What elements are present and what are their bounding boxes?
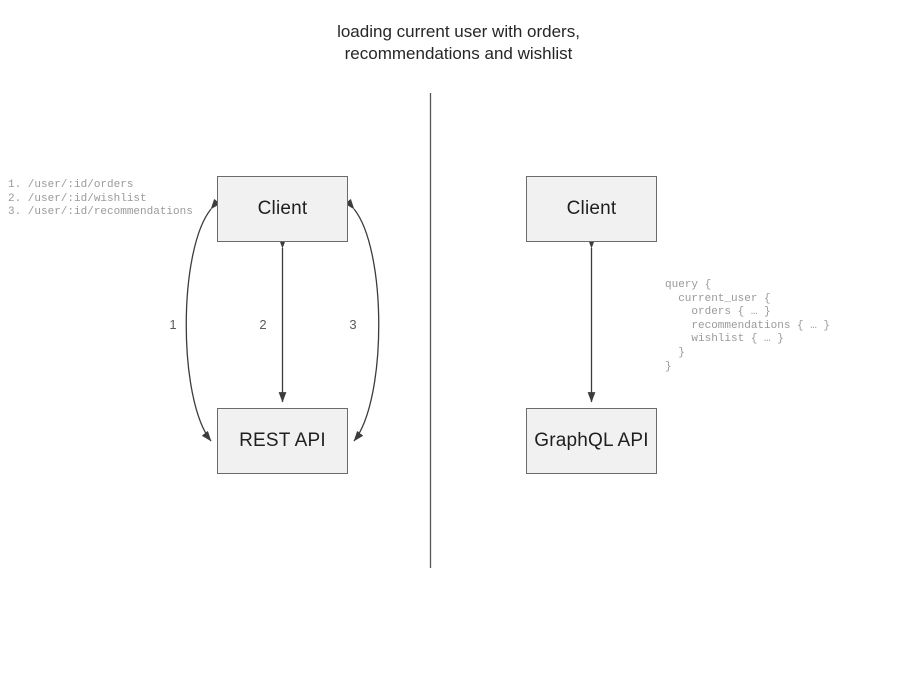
edge-label-3: 3	[349, 317, 357, 332]
node-client-graphql[interactable]: Client	[526, 176, 657, 242]
node-rest-api[interactable]: REST API	[217, 408, 348, 474]
rest-endpoint-list: 1. /user/:id/orders 2. /user/:id/wishlis…	[8, 179, 193, 219]
edge-3-recommendations	[344, 198, 380, 442]
edge-label-2: 2	[259, 317, 267, 332]
graphql-query-text: query { current_user { orders { … } reco…	[665, 279, 831, 373]
node-client-rest[interactable]: Client	[217, 176, 348, 242]
edge-label-1: 1	[169, 317, 177, 332]
edge-1-orders	[185, 198, 221, 442]
node-graphql-api[interactable]: GraphQL API	[526, 408, 657, 474]
diagram-title: loading current user with orders, recomm…	[337, 22, 580, 63]
